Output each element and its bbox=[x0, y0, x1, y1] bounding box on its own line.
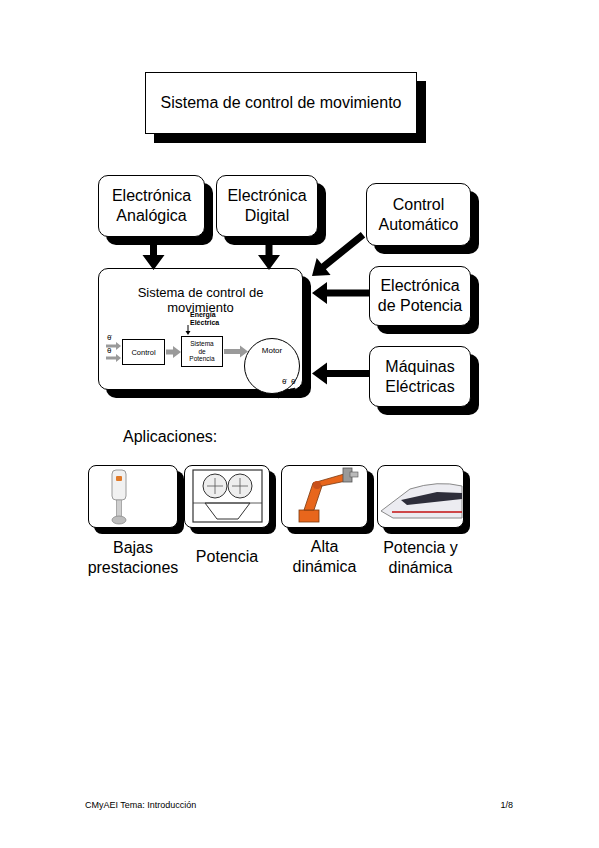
crusher-machine-illustration bbox=[193, 470, 262, 522]
node-label: Electrónica Digital bbox=[219, 186, 315, 226]
industrial-robot-illustration-part bbox=[350, 472, 358, 477]
blender-illustration-part bbox=[117, 500, 122, 517]
application-box: Potencia bbox=[184, 465, 270, 528]
diagram-title: Sistema de control de movimiento bbox=[161, 94, 402, 112]
discipline-box: Electrónica de Potencia bbox=[369, 266, 471, 326]
connector-arrow bbox=[312, 363, 369, 385]
industrial-robot-illustration-part bbox=[313, 474, 346, 486]
connector-arrow bbox=[166, 346, 181, 358]
application-caption: Potencia bbox=[177, 547, 277, 567]
input-arrow-part bbox=[106, 345, 116, 348]
node-label: Sistema de Potencia bbox=[187, 340, 217, 363]
energy-arrow bbox=[186, 325, 191, 335]
high-speed-train-illustration-part bbox=[381, 484, 462, 518]
application-caption: Potencia y dinámica bbox=[371, 538, 471, 578]
connector-arrow bbox=[312, 282, 369, 304]
crusher-machine-illustration-part bbox=[205, 503, 250, 519]
input-arrow-part bbox=[116, 354, 121, 362]
input-arrow-part bbox=[116, 342, 121, 350]
system-box: Sistema de control de movimientoControl S… bbox=[98, 268, 303, 390]
node-label: Máquinas Eléctricas bbox=[372, 357, 468, 397]
system-heading: Sistema de control de movimiento bbox=[126, 285, 276, 315]
crusher-machine-illustration-part bbox=[228, 474, 252, 498]
high-speed-train-illustration-part bbox=[401, 492, 462, 505]
discipline-box: Electrónica Analógica bbox=[98, 175, 205, 237]
blender-illustration-part bbox=[112, 470, 126, 500]
arrow-shape bbox=[224, 346, 248, 358]
crusher-machine-illustration-part bbox=[203, 474, 227, 498]
arrow-shape bbox=[312, 363, 369, 385]
connector-arrow bbox=[143, 237, 165, 270]
energy-arrow-part bbox=[188, 325, 189, 331]
motor-shaft-symbol-part bbox=[290, 388, 295, 392]
industrial-robot-illustration-part bbox=[313, 481, 321, 489]
power-stage-block: Sistema de Potencia bbox=[181, 336, 223, 367]
motor-shaft-symbol-part bbox=[278, 388, 295, 398]
motor-shaft-symbol-part bbox=[283, 391, 289, 395]
crusher-machine-illustration-part bbox=[207, 478, 248, 494]
node-label: Electrónica Analógica bbox=[102, 186, 202, 226]
industrial-robot-illustration-part bbox=[343, 468, 352, 482]
arrow-shape bbox=[143, 237, 165, 270]
application-box: Potencia y dinámica bbox=[377, 465, 464, 528]
crusher-machine-illustration-part bbox=[193, 470, 262, 522]
industrial-robot-illustration-part bbox=[299, 510, 319, 522]
page-number: 1/8 bbox=[480, 800, 513, 811]
application-box: Bajas prestaciones bbox=[88, 465, 178, 528]
crusher-machine-illustration-part bbox=[193, 503, 262, 504]
application-caption: Alta dinámica bbox=[285, 537, 365, 577]
high-speed-train-illustration bbox=[381, 484, 462, 518]
connector-arrow bbox=[312, 232, 365, 276]
motor-shaft-symbol bbox=[278, 388, 295, 398]
discipline-box: Control Automático bbox=[366, 183, 471, 246]
discipline-box: Electrónica Digital bbox=[216, 175, 318, 237]
control-block: Control bbox=[122, 339, 165, 365]
node-label: Electrónica de Potencia bbox=[372, 276, 468, 316]
input-arrow-part bbox=[106, 357, 116, 360]
arrow-shape bbox=[312, 282, 369, 304]
arrow-shape bbox=[312, 232, 365, 276]
motor-circle: Motor bbox=[244, 338, 300, 394]
application-caption: Bajas prestaciones bbox=[83, 538, 183, 578]
high-speed-train-illustration-part bbox=[392, 511, 462, 513]
industrial-robot-illustration-part bbox=[304, 483, 322, 510]
connector-arrow bbox=[224, 346, 248, 358]
blender-illustration bbox=[112, 470, 126, 524]
energy-arrow-part bbox=[186, 331, 191, 335]
title-box: Sistema de control de movimiento bbox=[145, 72, 417, 134]
discipline-box: Máquinas Eléctricas bbox=[369, 346, 471, 407]
blender-illustration-part bbox=[112, 516, 126, 524]
arrow-shape bbox=[166, 346, 181, 358]
arrow-shape bbox=[258, 237, 280, 270]
connector-arrow bbox=[258, 237, 280, 270]
section-heading: Aplicaciones: bbox=[123, 427, 283, 447]
input-arrow bbox=[106, 342, 121, 362]
blender-illustration-part bbox=[116, 476, 122, 481]
node-label: Control Automático bbox=[369, 195, 469, 235]
node-label: Control bbox=[124, 348, 164, 357]
industrial-robot-illustration bbox=[299, 468, 358, 522]
footer-text: CMyAEI Tema: Introducción bbox=[85, 800, 285, 811]
node-label: Motor bbox=[245, 346, 299, 355]
application-box: Alta dinámica bbox=[281, 465, 368, 528]
